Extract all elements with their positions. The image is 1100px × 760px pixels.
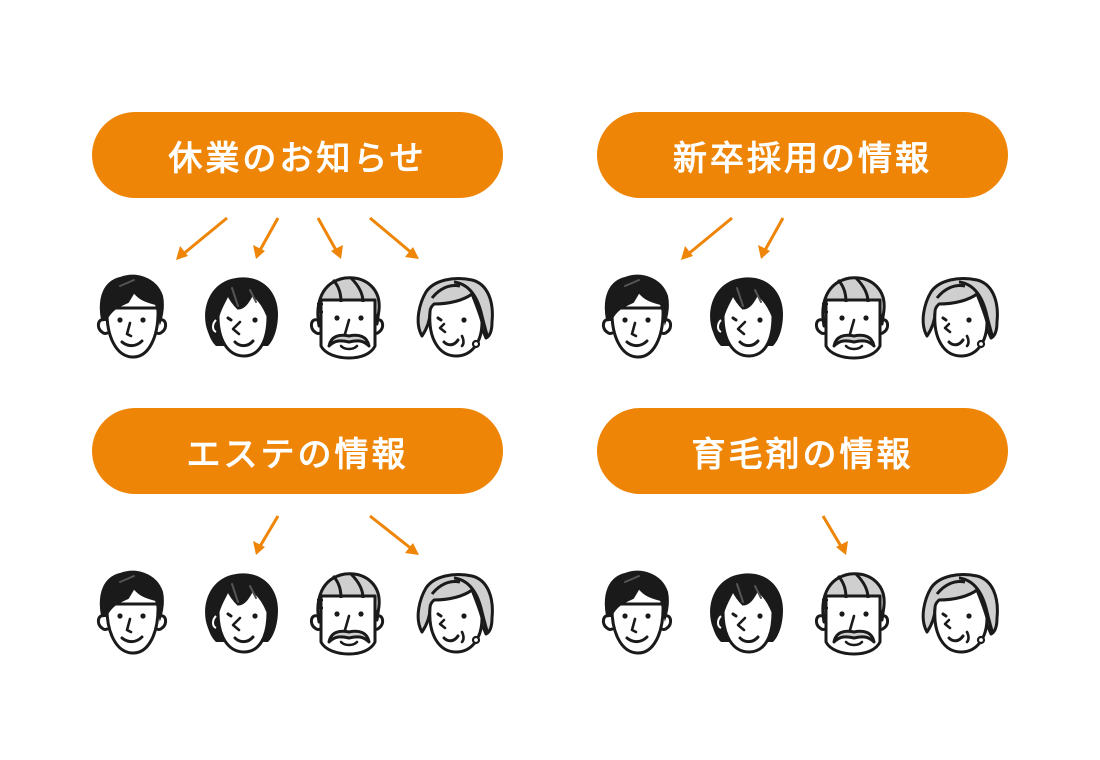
pill-label: 休業のお知らせ (168, 138, 427, 179)
arrow-icon (758, 217, 785, 259)
label-pill: 育毛剤の情報 (597, 408, 1008, 494)
arrow-icon (253, 217, 280, 259)
young-man-icon (595, 564, 685, 659)
arrow-icon (369, 216, 419, 259)
arrow-icon (176, 216, 228, 260)
young-man-icon (90, 268, 180, 363)
young-man-icon (90, 564, 180, 659)
pill-label: 育毛剤の情報 (691, 434, 914, 475)
young-woman-icon (198, 564, 288, 659)
label-pill: エステの情報 (92, 408, 503, 494)
pill-label: 新卒採用の情報 (673, 138, 932, 179)
young-man-icon (595, 268, 685, 363)
older-man-icon (810, 268, 900, 363)
label-pill: 休業のお知らせ (92, 112, 503, 198)
older-woman-icon (410, 268, 500, 363)
older-woman-icon (915, 268, 1005, 363)
older-man-icon (305, 268, 395, 363)
label-pill: 新卒採用の情報 (597, 112, 1008, 198)
pill-label: エステの情報 (186, 434, 409, 475)
older-man-icon (810, 564, 900, 659)
young-woman-icon (703, 268, 793, 363)
arrow-icon (316, 217, 343, 259)
young-woman-icon (198, 268, 288, 363)
arrow-icon (369, 514, 419, 555)
older-woman-icon (915, 564, 1005, 659)
young-woman-icon (703, 564, 793, 659)
panel-new-grad-recruiting: 新卒採用の情報 (595, 110, 1015, 370)
arrow-icon (821, 515, 848, 555)
panel-hair-growth-info: 育毛剤の情報 (595, 406, 1015, 666)
older-man-icon (305, 564, 395, 659)
arrow-icon (253, 515, 280, 555)
older-woman-icon (410, 564, 500, 659)
panel-holiday-notice: 休業のお知らせ (90, 110, 510, 370)
arrow-icon (681, 216, 733, 260)
panel-esthetics-info: エステの情報 (90, 406, 510, 666)
